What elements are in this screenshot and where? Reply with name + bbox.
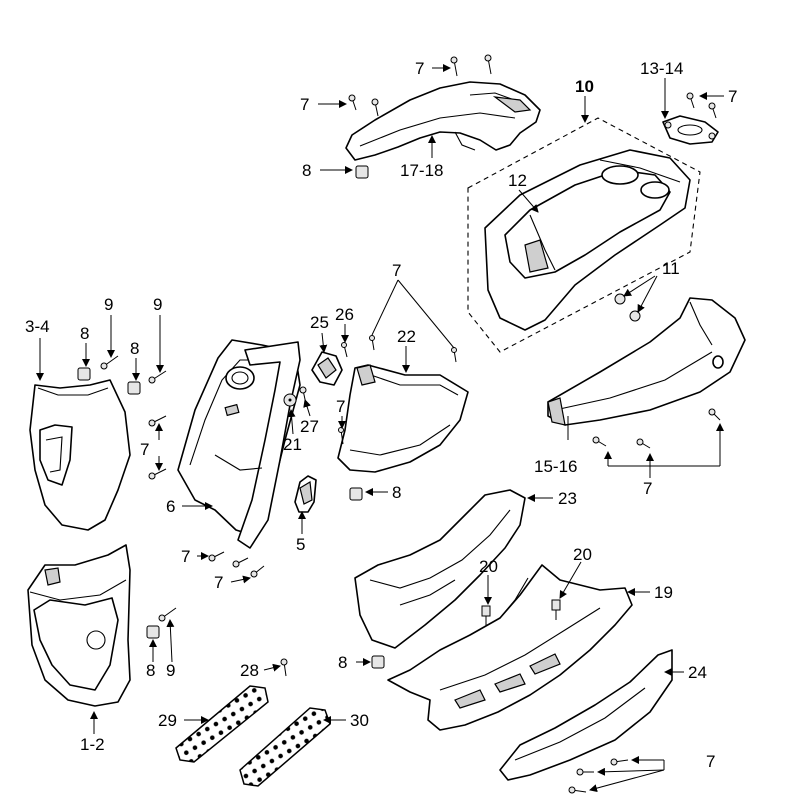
- screw-icon: [371, 98, 379, 117]
- callout-6: 6: [166, 497, 175, 516]
- callout-8: 8: [302, 161, 311, 180]
- callout-29: 29: [158, 711, 177, 730]
- part-17-18-rear-upper-cover: [345, 81, 541, 161]
- callout-7: 7: [300, 95, 309, 114]
- washer-icon: [283, 393, 297, 407]
- callout-10: 10: [575, 77, 594, 96]
- callout-22: 22: [397, 327, 416, 346]
- callout-9: 9: [153, 295, 162, 314]
- callout-7: 7: [214, 573, 223, 592]
- callout-8: 8: [338, 653, 347, 672]
- callout-23: 23: [558, 489, 577, 508]
- callout-3-4: 3-4: [25, 317, 50, 336]
- callout-7: 7: [728, 87, 737, 106]
- callout-8: 8: [130, 339, 139, 358]
- clip-nut-icon: [355, 165, 369, 179]
- screw-icon: [158, 607, 177, 622]
- part-3-4-front-panel: [29, 379, 131, 531]
- callout-labels: 7 7 8 17-18 10 13-14 7 12 11 3-4 8 9 8 9…: [25, 59, 737, 771]
- part-1-2-front-lower-shield: [27, 544, 131, 707]
- screw-icon: [450, 56, 458, 77]
- part-13-14-cover-plate: [662, 115, 719, 145]
- screw-icon: [484, 54, 492, 75]
- callout-12: 12: [508, 171, 527, 190]
- part-25-bracket: [311, 351, 343, 386]
- screw-icon: [369, 335, 375, 351]
- callout-26: 26: [335, 305, 354, 324]
- screw-icon: [100, 355, 119, 370]
- callout-19: 19: [654, 583, 673, 602]
- screw-icon: [148, 370, 167, 384]
- screw-icon: [592, 436, 607, 447]
- part-24-lower-skirt: [499, 649, 673, 781]
- screw-icon: [568, 786, 587, 794]
- callout-27: 27: [300, 417, 319, 436]
- callout-13-14: 13-14: [640, 59, 683, 78]
- hardware-fasteners: [77, 54, 721, 794]
- part-10-seat-storage-box: [467, 117, 701, 353]
- clip-nut-icon: [77, 367, 91, 381]
- screw-icon: [576, 768, 594, 776]
- callout-8: 8: [80, 324, 89, 343]
- callout-21: 21: [283, 435, 302, 454]
- part-6-inner-leg-shield: [177, 339, 301, 549]
- callout-28: 28: [240, 661, 259, 680]
- clip-nut-icon: [127, 381, 141, 395]
- clip-nut-icon: [146, 625, 160, 639]
- screw-icon: [708, 102, 717, 119]
- screw-icon: [636, 438, 651, 449]
- callout-9: 9: [166, 661, 175, 680]
- callout-30: 30: [350, 711, 369, 730]
- callout-11: 11: [662, 259, 680, 278]
- part-23-floor-side-rail: [354, 489, 526, 649]
- callout-24: 24: [688, 663, 707, 682]
- callout-7: 7: [336, 397, 345, 416]
- callout-8: 8: [146, 661, 155, 680]
- grommet-icon: [614, 293, 626, 305]
- callout-25: 25: [310, 313, 329, 332]
- part-15-16-side-panel: [547, 297, 746, 426]
- callout-15-16: 15-16: [534, 457, 577, 476]
- screw-icon: [148, 468, 167, 480]
- screw-icon: [341, 342, 348, 358]
- part-30-right-floor-mat: [239, 707, 331, 787]
- callout-20: 20: [573, 545, 592, 564]
- callout-17-18: 17-18: [400, 161, 443, 180]
- callout-7: 7: [140, 440, 149, 459]
- screw-icon: [610, 758, 629, 766]
- part-29-left-floor-mat: [175, 685, 269, 763]
- screw-icon: [250, 565, 265, 578]
- screw-icon: [232, 557, 249, 568]
- screw-icon: [348, 94, 357, 111]
- clip-nut-icon: [371, 655, 385, 669]
- screw-icon: [686, 92, 695, 109]
- callout-5: 5: [296, 535, 305, 554]
- callout-20: 20: [479, 557, 498, 576]
- part-19-floor-board: [387, 564, 633, 731]
- callout-7: 7: [181, 547, 190, 566]
- callout-1-2: 1-2: [80, 735, 105, 754]
- screw-icon: [451, 347, 457, 363]
- grommet-icon: [629, 310, 641, 322]
- callout-7: 7: [392, 261, 401, 280]
- push-pin-icon: [481, 605, 491, 626]
- clip-nut-icon: [349, 487, 363, 501]
- part-5-lens-cover: [294, 475, 317, 513]
- part-22-center-cover: [337, 364, 469, 473]
- screw-icon: [148, 415, 167, 427]
- screw-icon: [280, 658, 288, 677]
- callout-8: 8: [392, 483, 401, 502]
- screw-icon: [708, 408, 721, 421]
- callout-7: 7: [415, 59, 424, 78]
- callout-9: 9: [104, 295, 113, 314]
- callout-7: 7: [643, 479, 652, 498]
- screw-icon: [208, 551, 225, 562]
- callout-7: 7: [706, 752, 715, 771]
- push-pin-icon: [551, 599, 561, 620]
- leader-lines: [36, 64, 724, 793]
